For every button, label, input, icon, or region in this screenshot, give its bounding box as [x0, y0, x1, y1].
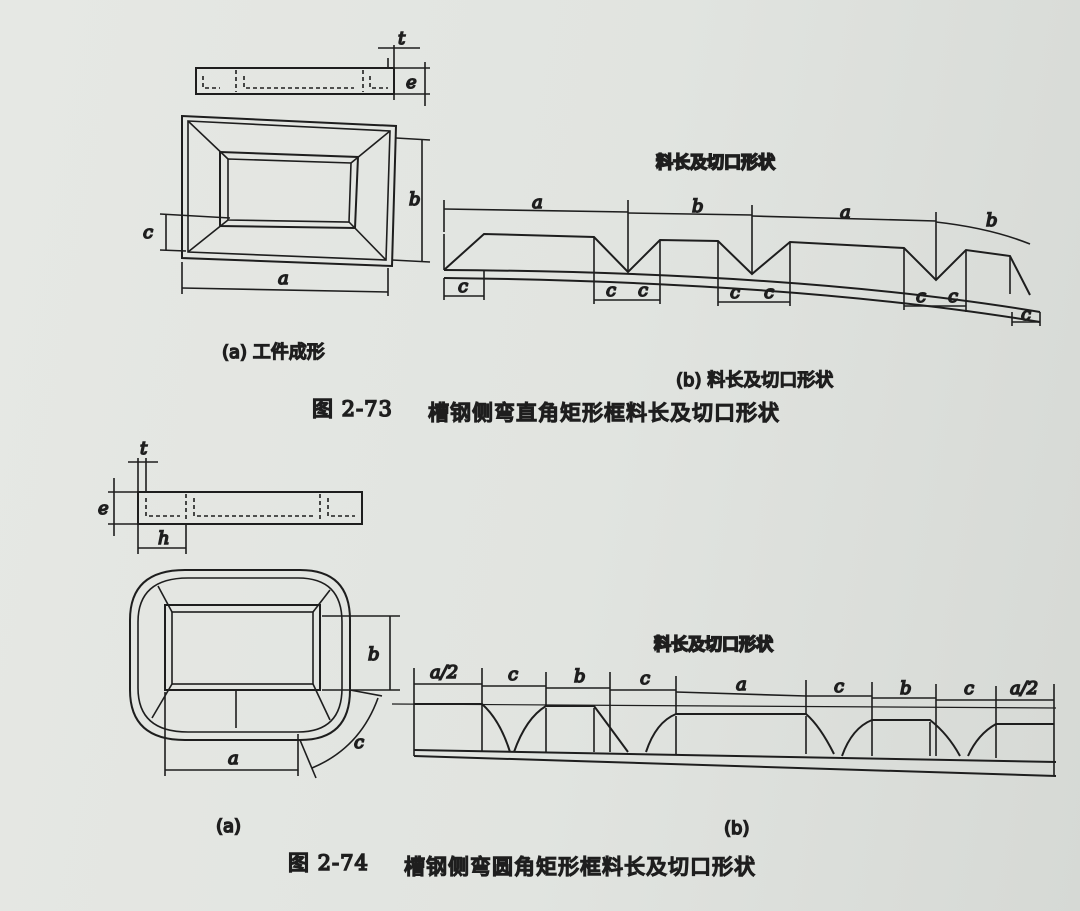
fig73b-dim-b2: b — [986, 210, 998, 231]
fig74b-dim-c3: c — [834, 676, 844, 697]
fig73-cut-strip — [443, 200, 1041, 326]
fig73-sub-b: (b) 料长及切口形状 — [676, 370, 833, 391]
fig74-dim-c: c — [354, 732, 364, 753]
fig73-sub-a: (a) 工件成形 — [222, 342, 325, 363]
fig73-dim-a: a — [278, 268, 289, 289]
fig74b-dim-c2: c — [640, 668, 650, 689]
fig73b-dim-c8: c — [1021, 304, 1031, 325]
fig74-dim-a: a — [228, 748, 239, 769]
fig73b-dim-c1: c — [458, 276, 468, 297]
fig73-dim-b: b — [409, 189, 421, 210]
fig73b-dim-c4: c — [730, 282, 740, 303]
fig73-channel-section — [195, 45, 430, 106]
fig73b-dim-b1: b — [692, 196, 704, 217]
fig74-dim-b: b — [368, 644, 380, 665]
fig73-dim-t: t — [398, 28, 406, 49]
fig74-strip-title: 料长及切口形状 — [654, 634, 774, 655]
fig73b-dim-c5: c — [764, 282, 774, 303]
fig74b-dim-b2: b — [900, 678, 912, 699]
fig74b-dim-c4: c — [964, 678, 974, 699]
fig73b-dim-a1: a — [532, 192, 543, 213]
fig73-strip-title: 料长及切口形状 — [656, 152, 776, 173]
fig74b-dim-ahalf2: a/2 — [1010, 678, 1038, 699]
fig73-caption-text: 槽钢侧弯直角矩形框料长及切口形状 — [428, 401, 780, 425]
fig74b-dim-ahalf1: a/2 — [430, 662, 458, 683]
fig74-rounded-frame — [129, 569, 400, 779]
fig74-sub-b: (b) — [724, 818, 749, 839]
fig74-cut-strip — [391, 668, 1057, 777]
fig74-caption-number: 图 2-74 — [288, 851, 369, 875]
fig73b-dim-c2: c — [606, 280, 616, 301]
fig73-caption-number: 图 2-73 — [312, 397, 393, 421]
fig73-dim-c: c — [143, 222, 153, 243]
fig74-dim-e: e — [98, 498, 109, 519]
fig73b-dim-c7: c — [948, 286, 958, 307]
fig74-caption-text: 槽钢侧弯圆角矩形框料长及切口形状 — [404, 855, 756, 879]
fig73b-dim-c3: c — [638, 280, 648, 301]
fig73b-dim-c6: c — [916, 286, 926, 307]
fig74-sub-a: (a) — [216, 816, 241, 837]
fig74-dim-h: h — [158, 528, 170, 549]
fig73-rect-frame — [159, 114, 431, 296]
fig73-dim-e: e — [406, 72, 417, 93]
fig74b-dim-b1: b — [574, 666, 586, 687]
fig74b-dim-c1: c — [508, 664, 518, 685]
fig74-channel-section — [108, 458, 363, 554]
fig74-dim-t: t — [140, 438, 148, 459]
fig73b-dim-a2: a — [840, 202, 851, 223]
fig74b-dim-a: a — [736, 674, 747, 695]
